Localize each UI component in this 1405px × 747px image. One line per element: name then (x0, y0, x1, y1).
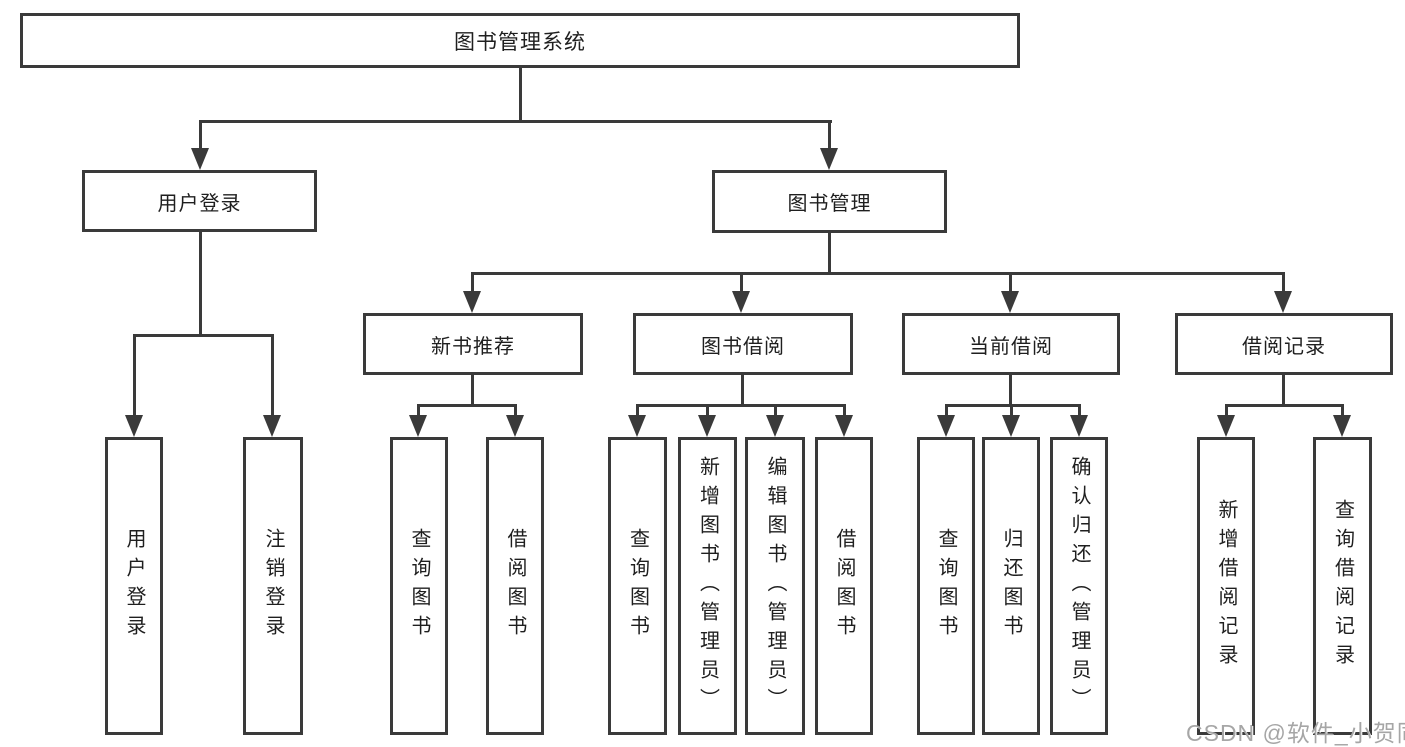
node-current-borrow: 当前借阅 (902, 313, 1120, 375)
node-label: 查询图书 (935, 528, 957, 644)
node-label: 查询图书 (408, 528, 430, 644)
node-label: 新书推荐 (431, 335, 515, 358)
node-label: 借阅图书 (833, 528, 855, 644)
leaf-add-book-admin: 新增图书（管理员） (678, 437, 737, 735)
connector-line (199, 120, 202, 155)
connector-line (199, 232, 202, 337)
connector-line (945, 404, 1081, 407)
arrow-down-icon (463, 291, 481, 313)
node-label: 新增图书（管理员） (696, 455, 719, 717)
connector-line (945, 404, 948, 422)
arrow-down-icon (191, 148, 209, 170)
connector-line (1078, 404, 1081, 422)
arrow-down-icon (409, 415, 427, 437)
node-label: 查询图书 (626, 528, 649, 644)
connector-line (471, 272, 474, 296)
arrow-down-icon (125, 415, 143, 437)
leaf-borrow-query-books: 查询图书 (608, 437, 667, 735)
connector-line (1341, 404, 1344, 422)
node-label: 注销登录 (262, 528, 284, 644)
connector-line (1009, 272, 1012, 296)
connector-line (1225, 404, 1228, 422)
node-label: 编辑图书（管理员） (764, 455, 786, 717)
connector-line (1282, 375, 1285, 407)
node-label: 当前借阅 (969, 335, 1053, 358)
node-label: 图书管理 (787, 193, 872, 215)
arrow-down-icon (1333, 415, 1351, 437)
connector-line (1282, 272, 1285, 296)
leaf-logout: 注销登录 (243, 437, 303, 735)
connector-line (843, 404, 846, 422)
node-new-book-recommend: 新书推荐 (363, 313, 583, 375)
connector-line (741, 375, 744, 407)
arrow-down-icon (1002, 415, 1020, 437)
connector-line (471, 272, 1285, 275)
arrow-down-icon (1001, 291, 1019, 313)
node-book-management: 图书管理 (712, 170, 947, 233)
arrow-down-icon (628, 415, 646, 437)
connector-line (828, 233, 831, 275)
arrow-down-icon (506, 415, 524, 437)
arrow-down-icon (1274, 291, 1292, 313)
connector-line (774, 404, 777, 422)
node-label: 借阅图书 (504, 528, 526, 644)
leaf-recommend-query-books: 查询图书 (390, 437, 448, 735)
node-label: 新增借阅记录 (1215, 499, 1237, 673)
connector-line (133, 334, 274, 337)
node-borrow-records: 借阅记录 (1175, 313, 1393, 375)
arrow-down-icon (698, 415, 716, 437)
node-label: 用户登录 (123, 528, 145, 644)
leaf-return-books: 归还图书 (982, 437, 1040, 735)
leaf-user-login: 用户登录 (105, 437, 163, 735)
leaf-confirm-return-admin: 确认归还（管理员） (1050, 437, 1108, 735)
node-label: 确认归还（管理员） (1068, 455, 1090, 717)
connector-line (636, 404, 639, 422)
leaf-query-borrow-record: 查询借阅记录 (1313, 437, 1372, 735)
connector-line (271, 334, 274, 422)
connector-line (740, 272, 743, 296)
arrow-down-icon (263, 415, 281, 437)
arrow-down-icon (766, 415, 784, 437)
connector-line (1010, 404, 1013, 422)
csdn-watermark: CSDN @软件_小贺同学 (1186, 720, 1405, 746)
connector-line (417, 404, 420, 422)
leaf-current-query-books: 查询图书 (917, 437, 975, 735)
connector-line (828, 120, 831, 155)
connector-line (471, 375, 474, 407)
node-user-login: 用户登录 (82, 170, 317, 232)
connector-line (519, 68, 522, 122)
arrow-down-icon (732, 291, 750, 313)
leaf-add-borrow-record: 新增借阅记录 (1197, 437, 1255, 735)
arrow-down-icon (937, 415, 955, 437)
connector-line (417, 404, 517, 407)
node-label: 图书管理系统 (454, 30, 586, 54)
connector-line (1225, 404, 1343, 407)
connector-line (636, 404, 846, 407)
leaf-borrow-borrow-books: 借阅图书 (815, 437, 873, 735)
node-label: 归还图书 (1000, 528, 1022, 644)
arrow-down-icon (1070, 415, 1088, 437)
node-library-system: 图书管理系统 (20, 13, 1020, 68)
node-label: 查询借阅记录 (1331, 499, 1354, 673)
arrow-down-icon (820, 148, 838, 170)
connector-line (706, 404, 709, 422)
node-book-borrow: 图书借阅 (633, 313, 853, 375)
node-label: 借阅记录 (1242, 335, 1326, 358)
node-label: 图书借阅 (701, 335, 785, 358)
arrow-down-icon (1217, 415, 1235, 437)
connector-line (514, 404, 517, 422)
connector-line (199, 120, 832, 123)
leaf-recommend-borrow-books: 借阅图书 (486, 437, 544, 735)
arrow-down-icon (835, 415, 853, 437)
connector-line (1009, 375, 1012, 407)
node-label: 用户登录 (157, 192, 242, 215)
connector-line (133, 334, 136, 422)
leaf-edit-book-admin: 编辑图书（管理员） (745, 437, 805, 735)
